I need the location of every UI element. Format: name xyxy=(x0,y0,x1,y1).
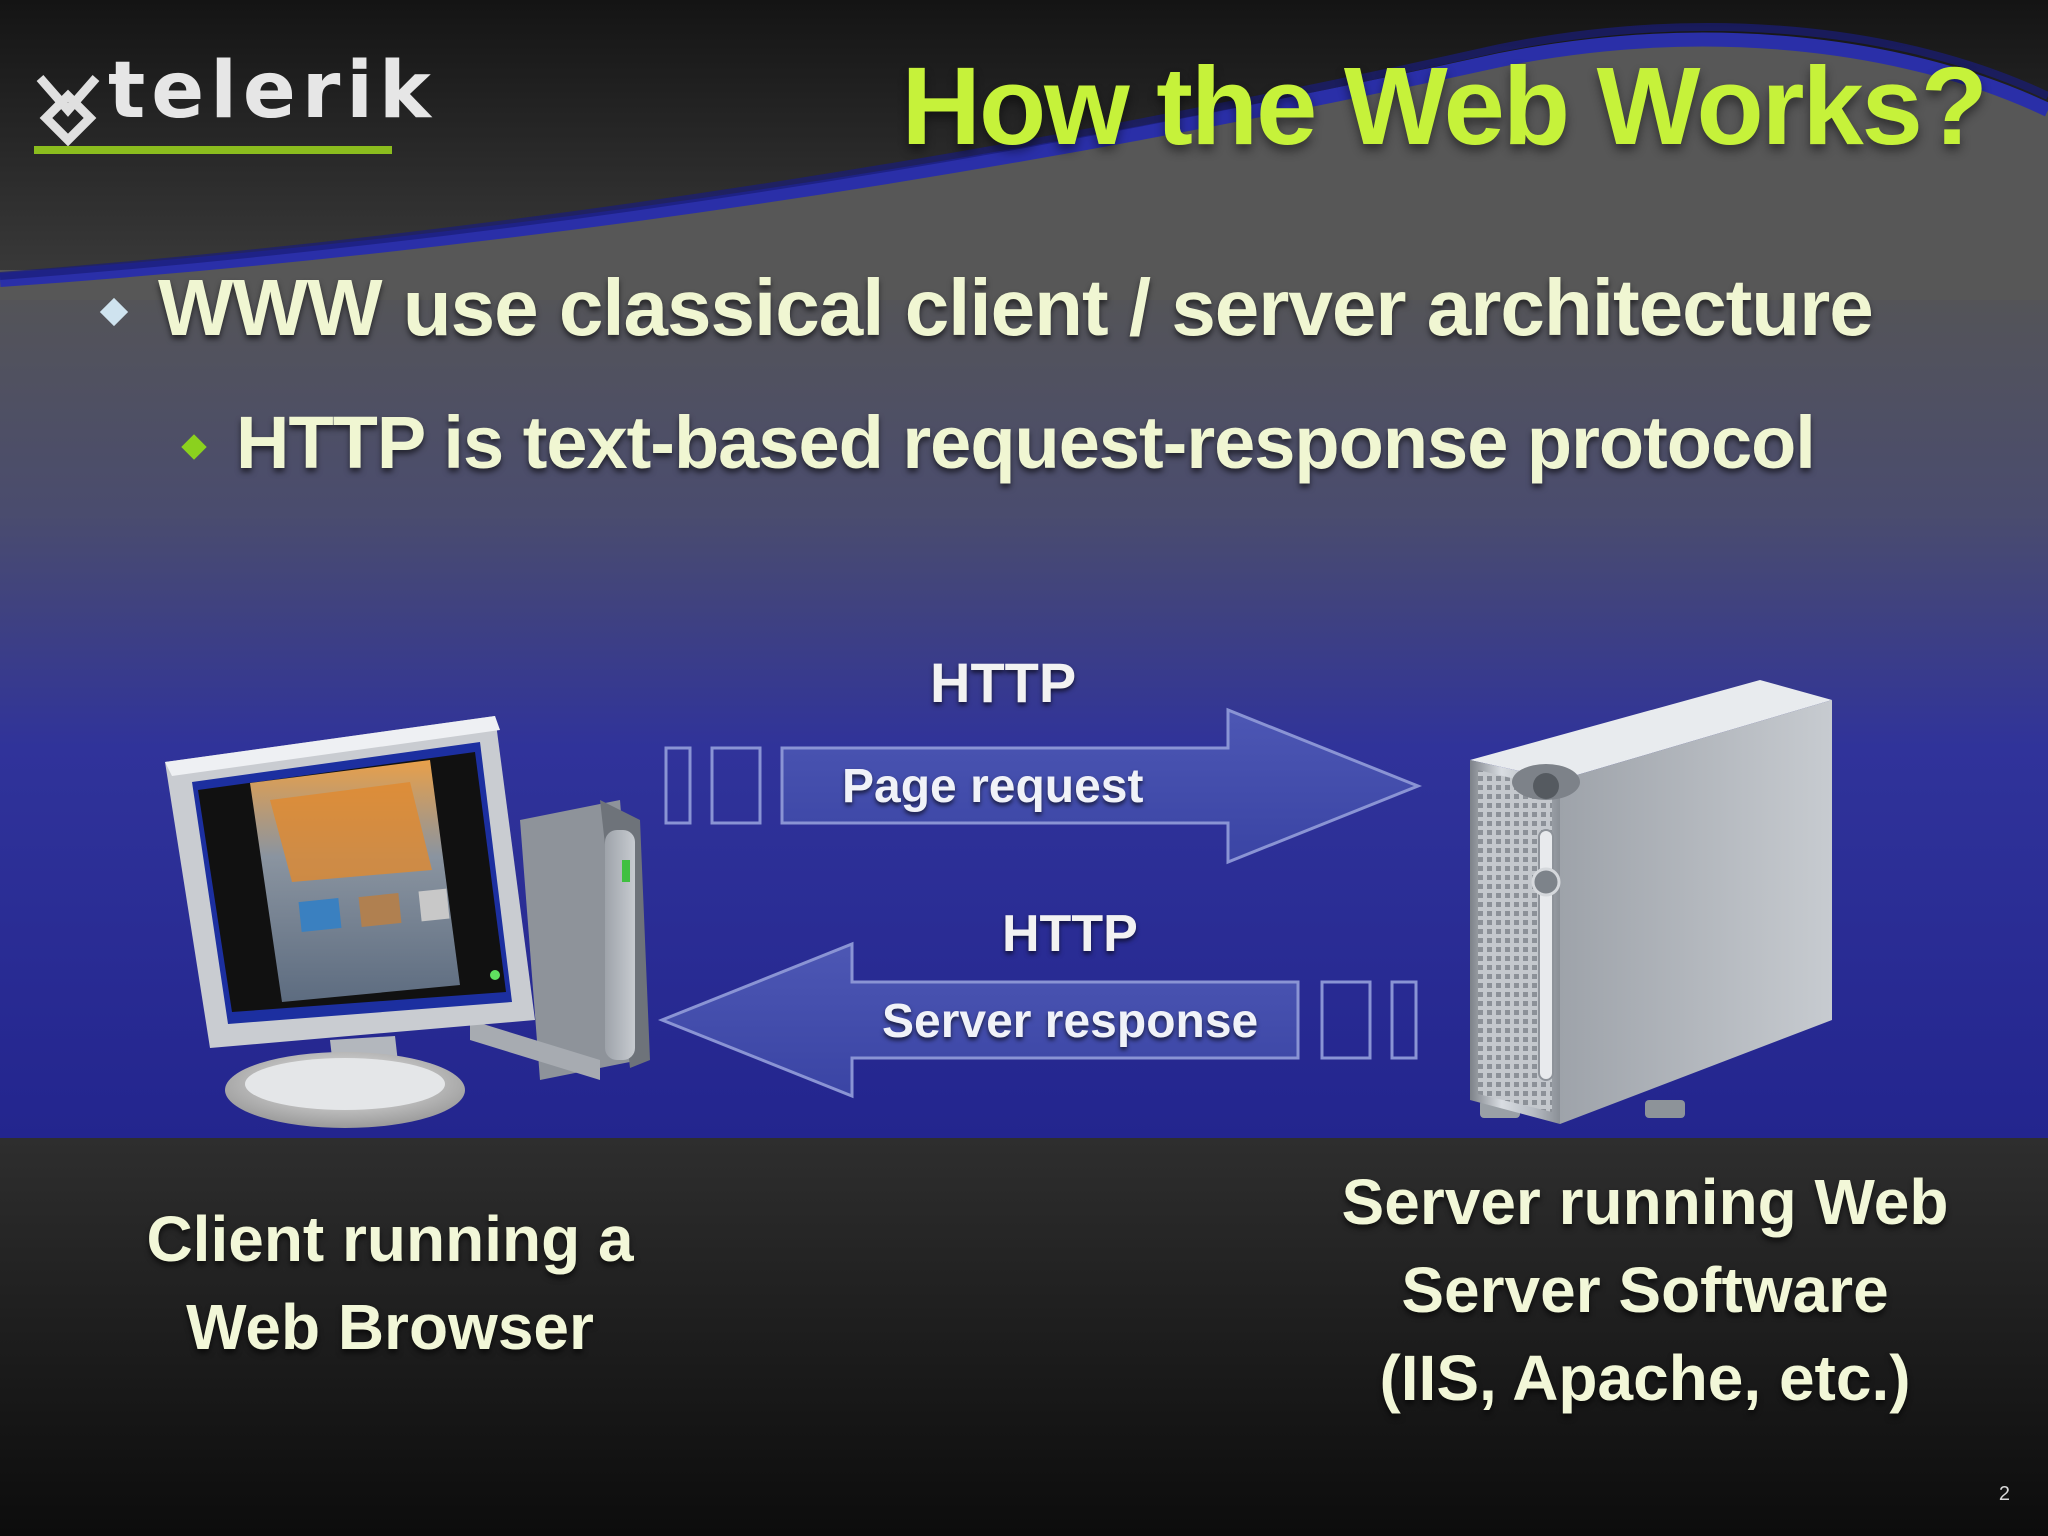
response-protocol-label: HTTP xyxy=(1002,905,1138,963)
response-label: Server response xyxy=(882,995,1259,1048)
server-caption-line: (IIS, Apache, etc.) xyxy=(1379,1342,1911,1414)
response-tail-bar-2 xyxy=(1390,980,1418,1060)
logo-underline xyxy=(34,146,392,154)
server-caption-line: Server running Web xyxy=(1341,1166,1949,1238)
server-tower-icon xyxy=(1470,680,1832,1124)
desktop-computer-icon xyxy=(165,716,650,1128)
page-number: 2 xyxy=(1998,1483,2010,1505)
slide-title: How the Web Works? xyxy=(901,45,1988,168)
request-tail-bar-1 xyxy=(664,746,692,825)
client-caption: Client running a Web Browser xyxy=(100,1195,680,1371)
logo-text: telerik xyxy=(108,46,437,136)
response-arrow-shape xyxy=(657,941,1300,1099)
telerik-mark-icon xyxy=(36,75,100,147)
server-caption-line: Server Software xyxy=(1401,1254,1889,1326)
request-protocol-label: HTTP xyxy=(930,651,1077,714)
response-arrow xyxy=(657,941,1418,1099)
request-label: Page request xyxy=(842,760,1144,813)
response-tail-bar-1 xyxy=(1320,980,1372,1060)
request-tail-bar-2 xyxy=(710,746,762,825)
request-arrow-shape xyxy=(780,707,1423,865)
bullet-level-1: WWW use classical client / server archit… xyxy=(158,263,1874,352)
bullet-level-2: HTTP is text-based request-response prot… xyxy=(236,401,1816,484)
server-caption: Server running Web Server Software (IIS,… xyxy=(1290,1158,2000,1422)
request-arrow xyxy=(664,707,1423,865)
client-caption-line: Web Browser xyxy=(186,1291,594,1363)
client-caption-line: Client running a xyxy=(146,1203,634,1275)
